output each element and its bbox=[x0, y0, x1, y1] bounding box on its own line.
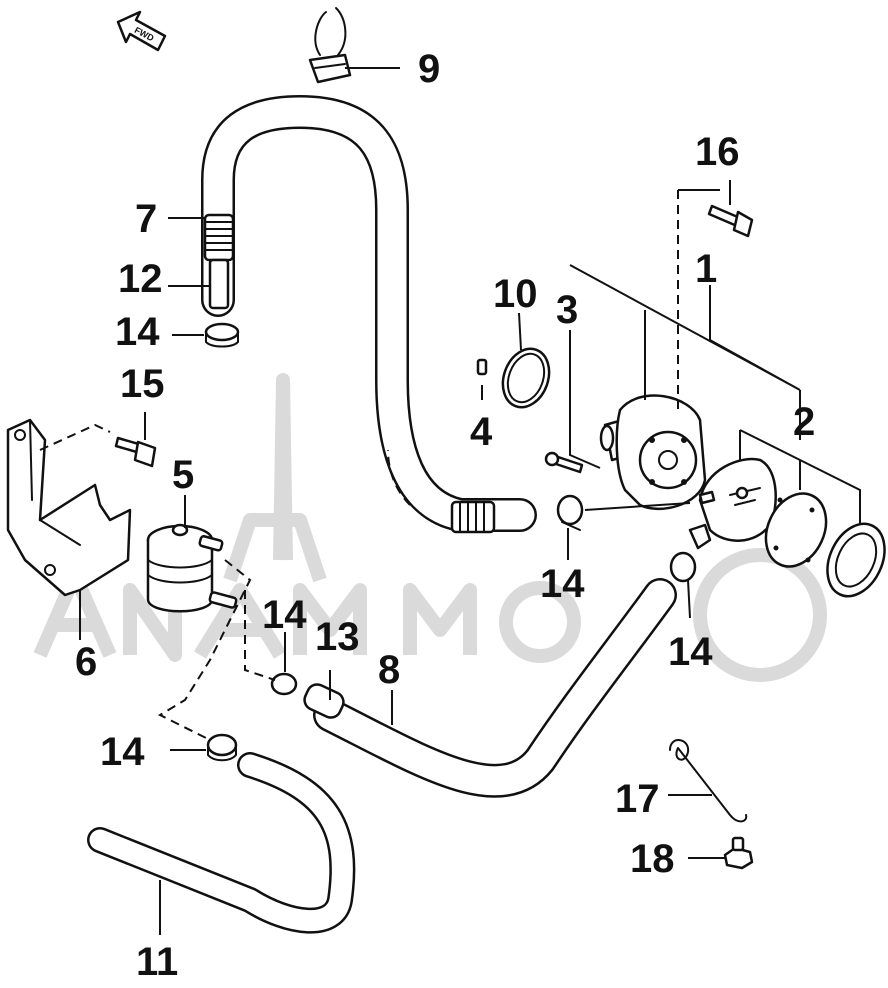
spring-clip-17 bbox=[669, 739, 748, 823]
callout-7: 7 bbox=[135, 197, 157, 241]
front-arrow-icon: FWD bbox=[116, 10, 167, 52]
diaphragm-set-2 bbox=[688, 457, 886, 598]
grommet-18 bbox=[723, 836, 754, 870]
o-ring-10 bbox=[501, 347, 551, 409]
callout-5: 5 bbox=[172, 453, 194, 497]
bolt-part-16 bbox=[707, 204, 754, 238]
callout-1: 1 bbox=[695, 247, 717, 291]
callout-14-top: 14 bbox=[115, 310, 160, 354]
callout-12: 12 bbox=[118, 257, 163, 301]
bolt-part-3 bbox=[544, 451, 584, 474]
callout-3: 3 bbox=[556, 288, 578, 332]
pin-4 bbox=[476, 358, 488, 376]
callout-14-left: 14 bbox=[100, 730, 145, 774]
callout-14-right: 14 bbox=[668, 630, 713, 674]
callout-8: 8 bbox=[378, 648, 400, 692]
callout-2: 2 bbox=[793, 400, 815, 444]
callout-15: 15 bbox=[120, 362, 165, 406]
hose-clamp-14-top bbox=[204, 322, 240, 348]
fuel-hose-11 bbox=[87, 752, 356, 934]
hose-clamp-14-pump bbox=[556, 494, 584, 531]
hose-ribbed-sleeve-7 bbox=[203, 213, 235, 262]
bolt-part-15 bbox=[114, 436, 157, 468]
watermark bbox=[33, 373, 827, 682]
hose-ribbed-sleeve-right bbox=[450, 500, 496, 534]
fuel-pump-assembly-1 bbox=[599, 394, 707, 510]
callout-13: 13 bbox=[315, 615, 360, 659]
fuel-hose-8 bbox=[303, 578, 677, 798]
callout-14-mid: 14 bbox=[262, 593, 307, 637]
main-fuel-hose bbox=[201, 95, 537, 534]
callout-4: 4 bbox=[470, 410, 493, 454]
hose-end-12 bbox=[208, 258, 230, 310]
callout-10: 10 bbox=[493, 272, 538, 316]
callout-labels: 1 2 3 4 5 6 7 8 9 10 11 12 13 14 14 14 1… bbox=[75, 47, 815, 984]
hose-clamp-14-mid bbox=[270, 672, 298, 696]
callout-9: 9 bbox=[418, 47, 440, 91]
callout-14-pump: 14 bbox=[540, 562, 585, 606]
callout-16: 16 bbox=[695, 130, 740, 174]
callout-18: 18 bbox=[630, 837, 675, 881]
filter-bracket-6 bbox=[6, 418, 132, 597]
callout-11: 11 bbox=[136, 940, 178, 984]
callout-6: 6 bbox=[75, 640, 97, 684]
hose-clamp-14-left bbox=[206, 733, 238, 762]
fuel-filter-5 bbox=[146, 523, 238, 613]
clamp-part-9 bbox=[308, 7, 352, 84]
hose-clamp-14-right bbox=[669, 551, 697, 583]
callout-17: 17 bbox=[615, 777, 660, 821]
